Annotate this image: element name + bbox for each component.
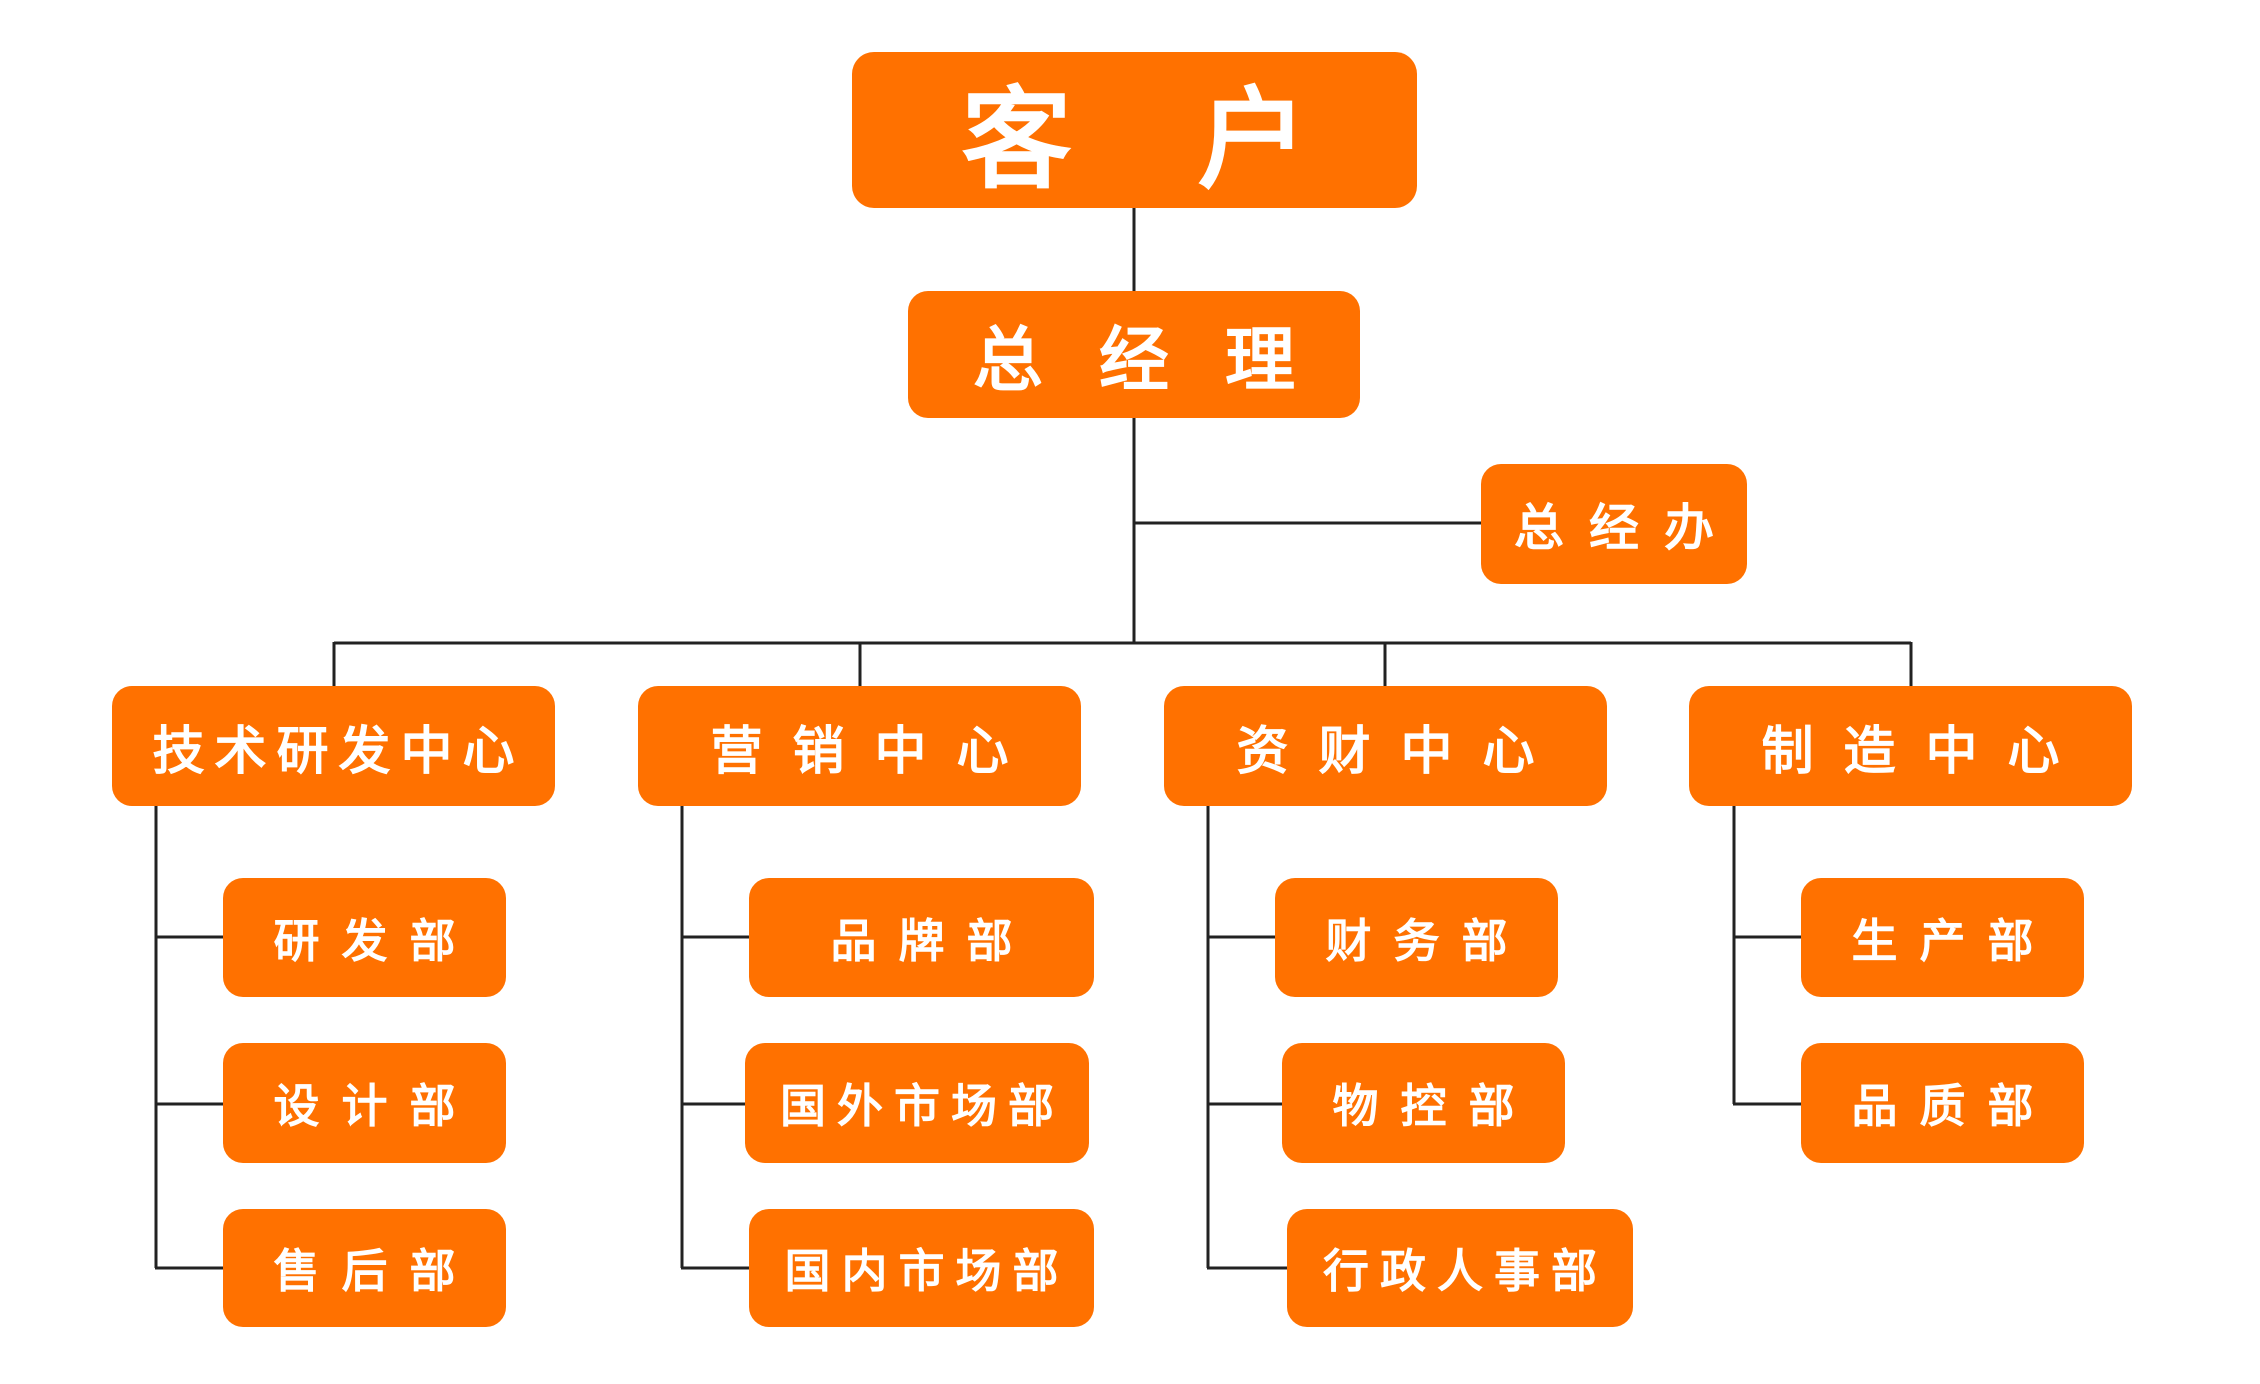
node-department: 品质部 xyxy=(1801,1043,2084,1163)
node-center-label: 技术研发中心 xyxy=(152,720,525,782)
node-center: 技术研发中心 xyxy=(112,686,555,806)
node-department-label: 售后部 xyxy=(273,1244,478,1298)
node-department: 品牌部 xyxy=(749,878,1094,997)
node-general-manager: 总经理 xyxy=(908,291,1360,418)
node-department-label: 行政人事部 xyxy=(1323,1244,1608,1298)
node-root: 客户 xyxy=(852,52,1417,208)
node-center-label: 制造中心 xyxy=(1761,720,2090,782)
node-gm-office: 总经办 xyxy=(1481,464,1747,584)
node-center: 资财中心 xyxy=(1164,686,1607,806)
node-department: 生产部 xyxy=(1801,878,2084,997)
node-department: 售后部 xyxy=(223,1209,506,1327)
node-department: 财务部 xyxy=(1275,878,1558,997)
node-department: 物控部 xyxy=(1282,1043,1565,1163)
node-department-label: 财务部 xyxy=(1325,913,1530,968)
node-department-label: 品质部 xyxy=(1851,1079,2056,1133)
node-center-label: 营销中心 xyxy=(710,720,1039,782)
node-department-label: 品牌部 xyxy=(830,913,1035,968)
node-department-label: 研发部 xyxy=(273,913,478,968)
node-department-label: 物控部 xyxy=(1332,1079,1537,1133)
node-root-label: 客户 xyxy=(961,75,1434,204)
node-center-label: 资财中心 xyxy=(1236,720,1565,782)
node-center: 营销中心 xyxy=(638,686,1081,806)
node-center: 制造中心 xyxy=(1689,686,2132,806)
node-department: 国外市场部 xyxy=(745,1043,1089,1163)
node-department: 行政人事部 xyxy=(1287,1209,1633,1327)
node-department-label: 生产部 xyxy=(1851,913,2056,968)
node-department: 国内市场部 xyxy=(749,1209,1094,1327)
node-department: 设计部 xyxy=(223,1043,506,1163)
node-department-label: 国外市场部 xyxy=(780,1079,1065,1133)
node-general-manager-label: 总经理 xyxy=(973,318,1351,401)
node-department-label: 国内市场部 xyxy=(784,1244,1070,1298)
node-department-label: 设计部 xyxy=(273,1079,478,1133)
node-gm-office-label: 总经办 xyxy=(1514,498,1739,557)
node-department: 研发部 xyxy=(223,878,506,997)
